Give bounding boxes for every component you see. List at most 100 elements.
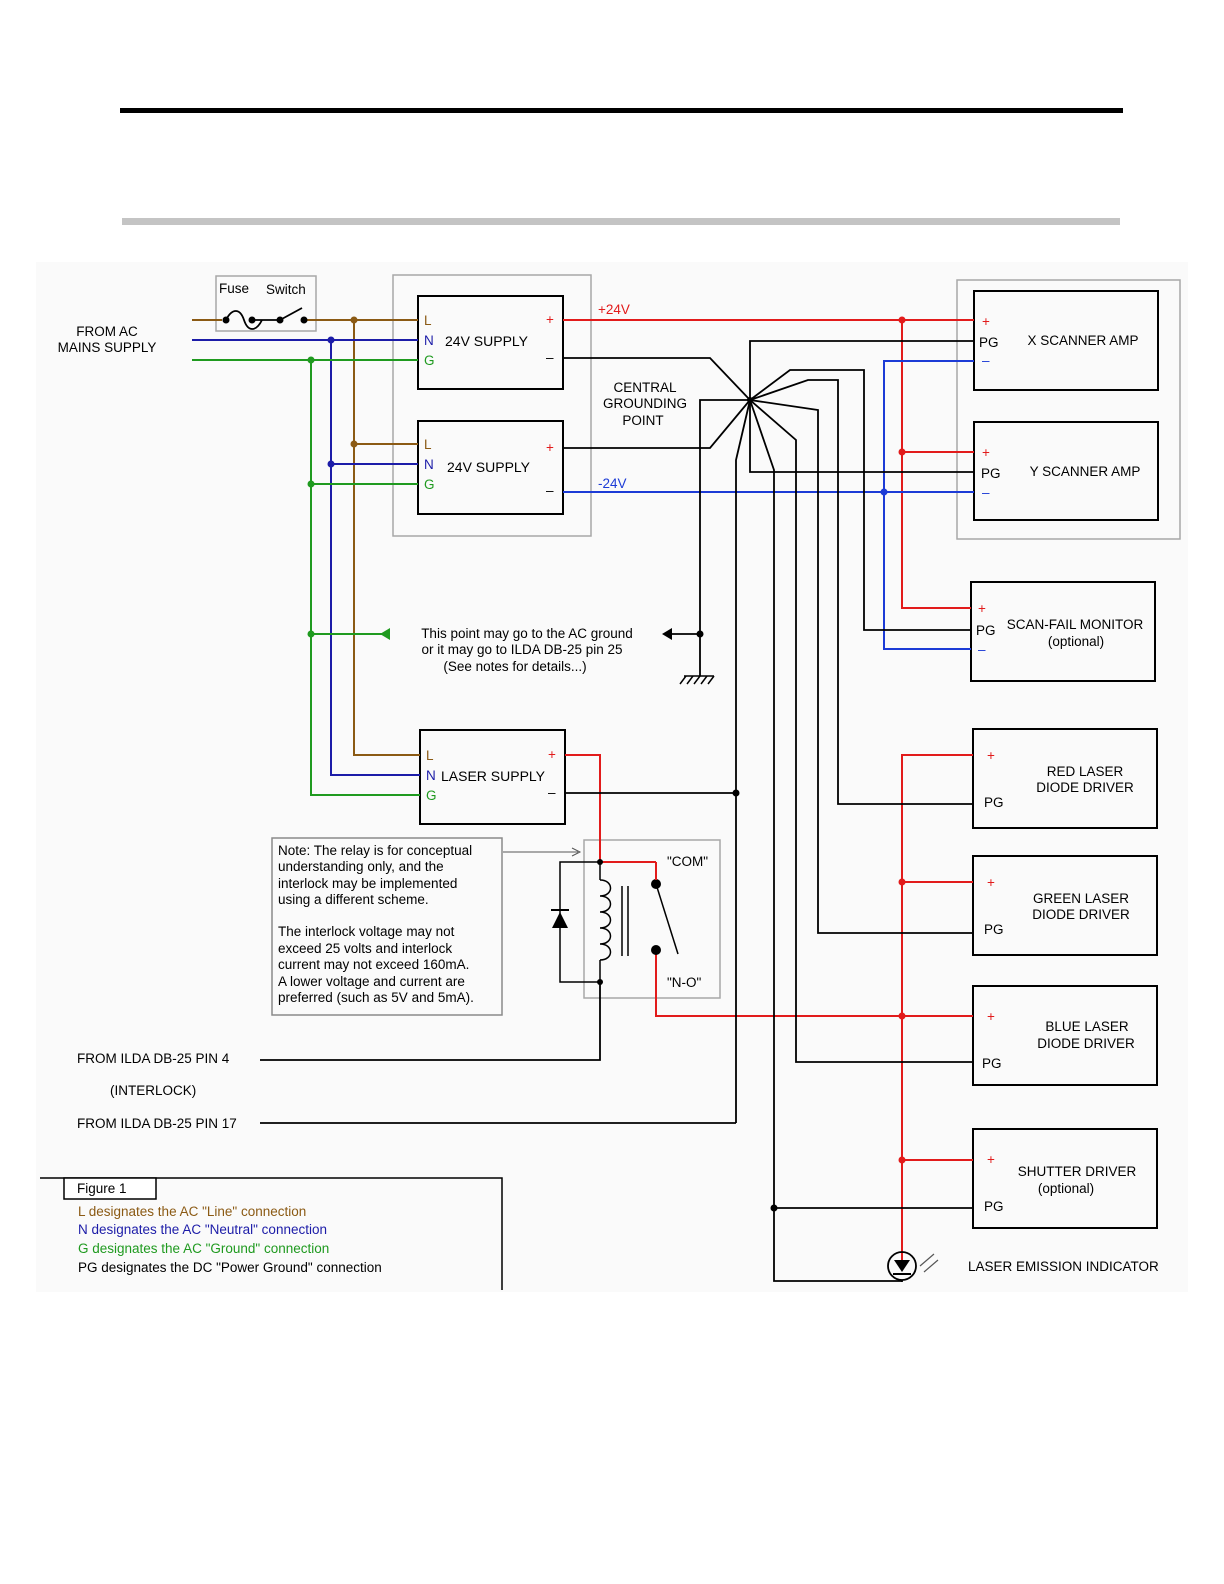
central-ground-l2: GROUNDING <box>603 396 687 411</box>
scan-fail-title: SCAN-FAIL MONITOR <box>1007 617 1144 632</box>
switch-label: Switch <box>266 282 306 297</box>
supply2-minus: – <box>546 483 554 498</box>
red-driver-l1: RED LASER <box>1047 764 1124 779</box>
red-driver-pg: PG <box>984 795 1004 810</box>
central-ground-l1: CENTRAL <box>613 380 677 395</box>
relay-no-label: "N-O" <box>667 975 702 990</box>
legend-line-L: L designates the AC "Line" connection <box>78 1204 306 1219</box>
supply2-G: G <box>424 477 435 492</box>
relay-note-line: Note: The relay is for conceptual <box>278 843 472 858</box>
interlock-label: (INTERLOCK) <box>110 1083 196 1098</box>
neg-rail-label: -24V <box>598 476 627 491</box>
supply1-title: 24V SUPPLY <box>445 333 529 349</box>
ground-note-l3: (See notes for details...) <box>443 659 586 674</box>
laser-supply-title: LASER SUPPLY <box>441 768 546 784</box>
legend-line-PG: PG designates the DC "Power Ground" conn… <box>78 1260 382 1275</box>
fuse-switch-frame <box>215 275 317 332</box>
green-driver-l1: GREEN LASER <box>1033 891 1129 906</box>
laser-supply-plus: + <box>548 747 556 762</box>
relay-note-line: using a different scheme. <box>278 892 429 907</box>
laser-supply-G: G <box>426 788 437 803</box>
y-scanner-plus: + <box>982 445 990 460</box>
red-driver-plus: + <box>987 748 995 763</box>
relay-note-line: A lower voltage and current are <box>278 974 465 989</box>
relay-note-text: Note: The relay is for conceptual unders… <box>278 843 474 1005</box>
ground-note-arrow <box>662 628 700 640</box>
red-driver-l2: DIODE DRIVER <box>1036 780 1134 795</box>
relay-com-label: "COM" <box>667 854 708 869</box>
relay-note-box <box>271 837 503 1016</box>
laser-supply-N: N <box>426 768 436 783</box>
x-scanner-title: X SCANNER AMP <box>1027 333 1138 348</box>
shutter-driver-box <box>972 1128 1158 1229</box>
blue-driver-l1: BLUE LASER <box>1045 1019 1129 1034</box>
relay-note-arrow <box>503 847 582 857</box>
switch-symbol <box>276 307 308 324</box>
supply1-L: L <box>424 313 432 328</box>
x-scanner-minus: – <box>982 353 990 368</box>
y-scanner-minus: – <box>982 485 990 500</box>
supply1-plus: + <box>546 312 554 327</box>
ac-source-line2: MAINS SUPPLY <box>58 340 157 355</box>
neg-junction <box>880 488 888 496</box>
pos-rail-label: +24V <box>598 302 630 317</box>
supply1-box <box>417 295 564 390</box>
scanners-frame <box>956 279 1181 540</box>
blue-driver-pg: PG <box>982 1056 1002 1071</box>
header-rule-gray <box>122 218 1120 225</box>
blue-driver-box <box>972 985 1158 1086</box>
group-frames <box>215 274 1181 999</box>
y-scanner-pg: PG <box>981 466 1001 481</box>
shutter-driver-pg: PG <box>984 1199 1004 1214</box>
legend-title: Figure 1 <box>77 1181 127 1196</box>
shutter-driver-l1: SHUTTER DRIVER <box>1018 1164 1137 1179</box>
ac-source-line1: FROM AC <box>76 324 138 339</box>
earth-ground-symbol <box>679 675 715 685</box>
y-scanner-title: Y SCANNER AMP <box>1030 464 1141 479</box>
relay-note-line: current may not exceed 160mA. <box>278 957 469 972</box>
fuse-label: Fuse <box>219 281 249 296</box>
interlock-pin17: FROM ILDA DB-25 PIN 17 <box>77 1116 237 1131</box>
laser-supply-minus: – <box>548 785 556 800</box>
x-scanner-plus: + <box>982 314 990 329</box>
supply2-box <box>417 420 564 515</box>
supply1-minus: – <box>546 350 554 365</box>
legend-line-G: G designates the AC "Ground" connection <box>78 1241 329 1256</box>
power-ground-wires <box>260 340 974 1282</box>
supply2-plus: + <box>546 440 554 455</box>
supply2-N: N <box>424 457 434 472</box>
relay-frame <box>583 839 721 999</box>
ground-note-l2: or it may go to ILDA DB-25 pin 25 <box>421 642 622 657</box>
scan-fail-plus: + <box>978 601 986 616</box>
supply1-G: G <box>424 353 435 368</box>
scan-fail-minus: – <box>978 642 986 657</box>
scan-fail-pg: PG <box>976 623 996 638</box>
laser-supply-box <box>419 729 566 825</box>
green-driver-plus: + <box>987 875 995 890</box>
supply2-title: 24V SUPPLY <box>447 459 531 475</box>
legend-line-N: N designates the AC "Neutral" connection <box>78 1222 327 1237</box>
figure-background <box>36 262 1188 1292</box>
ac-junctions <box>307 316 358 638</box>
supply1-N: N <box>424 333 434 348</box>
x-scanner-pg: PG <box>979 335 999 350</box>
interlock-pin4: FROM ILDA DB-25 PIN 4 <box>77 1051 230 1066</box>
relay-note-line: exceed 25 volts and interlock <box>278 941 452 956</box>
shutter-driver-plus: + <box>987 1152 995 1167</box>
relay-note-line: understanding only, and the <box>278 859 444 874</box>
scan-fail-sub: (optional) <box>1048 634 1104 649</box>
green-driver-box <box>972 855 1158 956</box>
green-driver-l2: DIODE DRIVER <box>1032 907 1130 922</box>
ac-ground-wires <box>192 359 420 796</box>
relay-symbol <box>551 859 679 985</box>
shutter-driver-l2: (optional) <box>1038 1181 1094 1196</box>
blue-driver-plus: + <box>987 1009 995 1024</box>
fuse-symbol <box>222 310 278 330</box>
y-scanner-box <box>973 421 1159 521</box>
green-driver-pg: PG <box>984 922 1004 937</box>
pos-junctions <box>898 316 906 1164</box>
laser-led-icon <box>887 1251 939 1282</box>
central-ground-l3: POINT <box>622 413 663 428</box>
supplies-frame <box>392 274 592 537</box>
